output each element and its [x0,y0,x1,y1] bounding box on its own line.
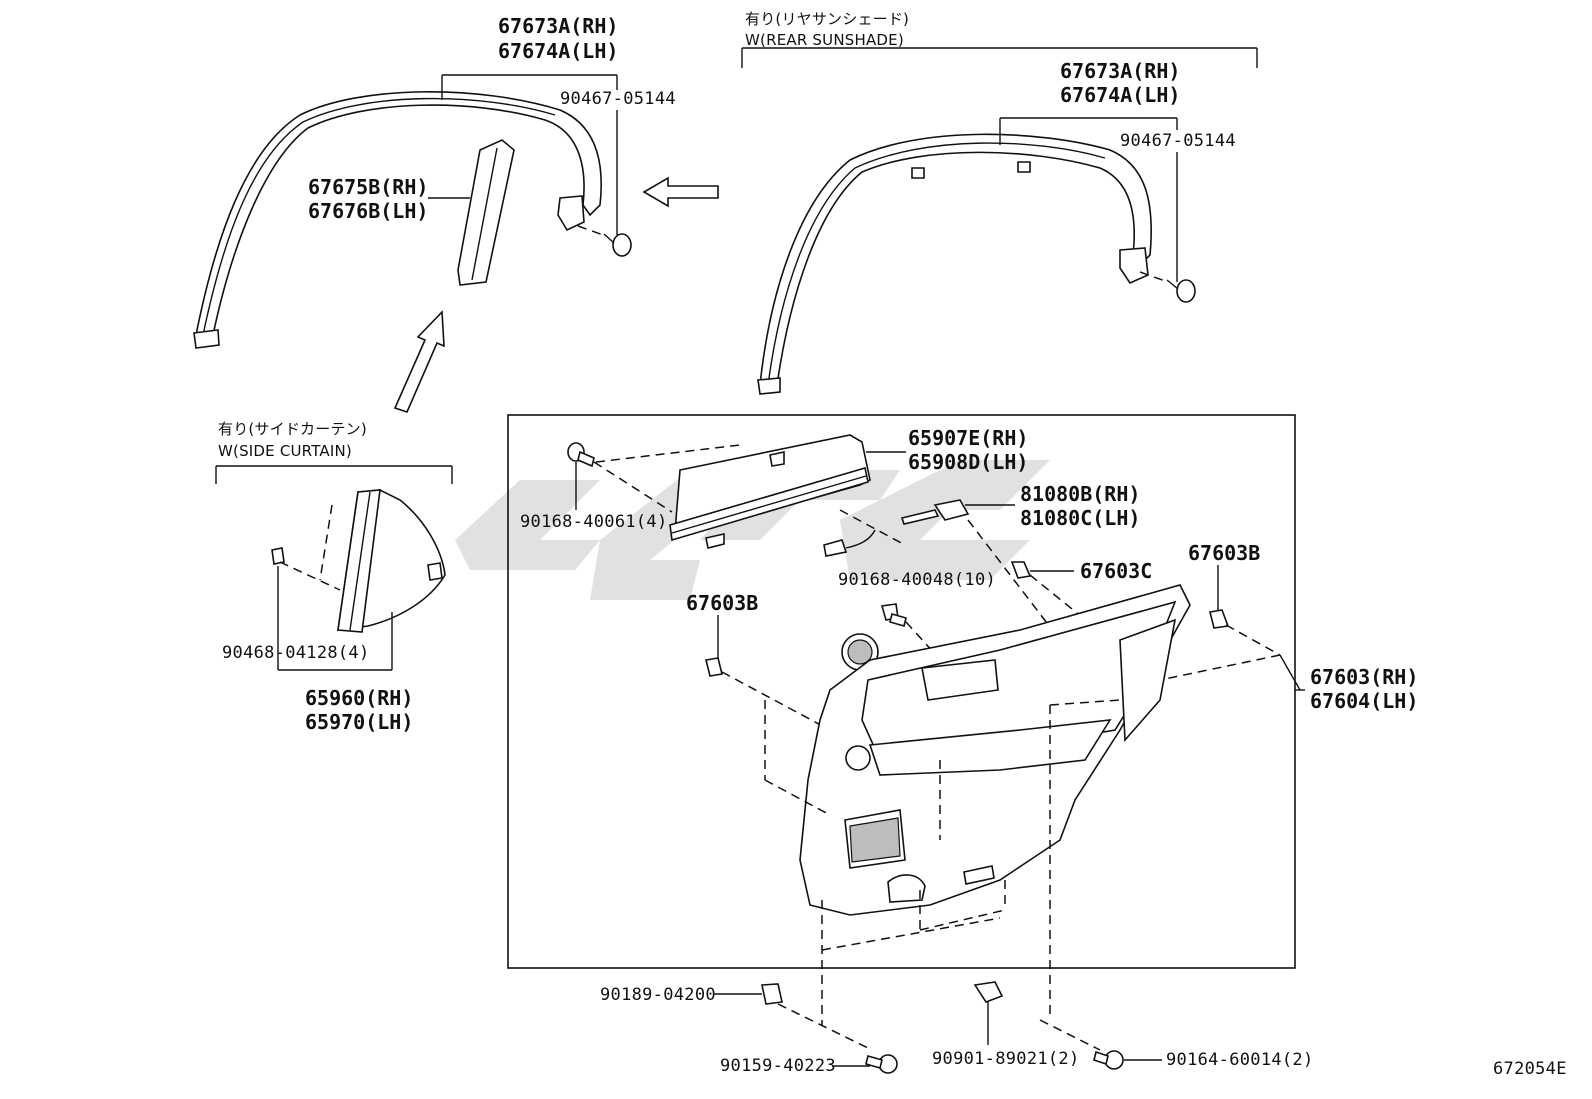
clip-icon [1209,609,1230,629]
part-number-label: 90189-04200 [600,985,716,1005]
part-number-label: 67676B(LH) [308,199,429,223]
courtesy-switch [900,499,970,525]
part-number-label: 90468-04128(4) [222,643,370,663]
diagram-code: 672054E [1493,1059,1567,1079]
clip-icon [705,657,723,677]
part-number-label: 81080C(LH) [1020,506,1141,530]
quarter-trim-garnish-right [757,133,1153,395]
part-number-label: 67674A(LH) [498,39,619,63]
connector [823,529,876,557]
part-number-label: 67673A(RH) [498,14,619,38]
part-number-label: 90168-40061(4) [520,512,668,532]
bolt-icon [865,1054,898,1074]
arrow-left-icon [642,176,719,208]
part-number-label: 65908D(LH) [908,450,1029,474]
clip-icon [271,547,285,565]
bolt-icon [1093,1050,1124,1070]
part-number-label: 67603C [1080,559,1153,583]
clip-icon [973,981,1004,1003]
part-number-label: 67674A(LH) [1060,83,1181,107]
pillar-garnish [457,139,515,286]
part-number-label: 90467-05144 [560,89,676,109]
quarter-trim-garnish-left [193,91,602,349]
clip-screw-icon [1166,279,1196,303]
clip-icon [1010,561,1032,579]
part-number-label: 90159-40223 [720,1056,836,1076]
clip-screw-icon [603,233,632,257]
part-number-label: 67675B(RH) [308,175,429,199]
side-curtain [337,489,446,633]
clip-icon [880,603,907,627]
group-note-ja: 有り(リヤサンシェード) [745,10,910,28]
group-note-en: W(REAR SUNSHADE) [745,31,904,49]
part-number-label: 65907E(RH) [908,426,1029,450]
part-number-label: 67673A(RH) [1060,59,1181,83]
arrow-up-icon [393,310,445,413]
part-number-label: 90164-60014(2) [1166,1050,1314,1070]
part-number-label: 81080B(RH) [1020,482,1141,506]
group-note-en: W(SIDE CURTAIN) [218,442,352,460]
part-number-label: 67603B [686,591,759,615]
part-number-label: 90168-40048(10) [838,570,997,590]
clip-icon [761,983,783,1005]
rear-door-trim-panel [799,584,1191,916]
group-note-ja: 有り(サイドカーテン) [218,420,367,438]
part-number-label: 65960(RH) [305,686,414,710]
part-number-label: 67603B [1188,541,1261,565]
part-number-label: 90467-05144 [1120,131,1236,151]
part-number-label: 90901-89021(2) [932,1049,1080,1069]
screw-icon [567,442,595,468]
rear-door-sunshade [669,434,871,549]
part-number-label: 65970(LH) [305,710,414,734]
part-number-label: 67603(RH) [1310,665,1419,689]
part-number-label: 67604(LH) [1310,689,1419,713]
